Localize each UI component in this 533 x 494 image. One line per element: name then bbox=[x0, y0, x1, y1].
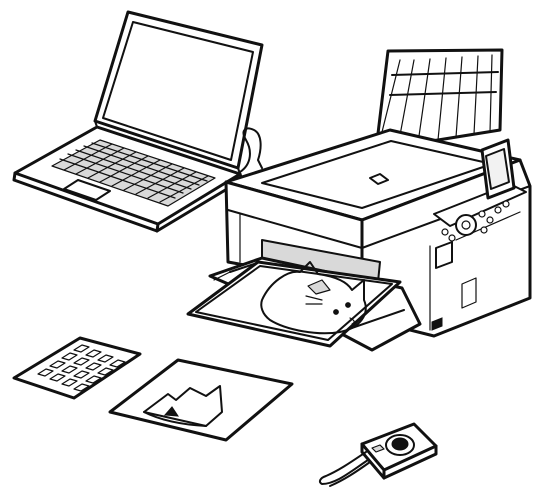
laptop-icon bbox=[14, 12, 262, 231]
photo-paper-icon bbox=[110, 360, 292, 440]
sticker-sheet-icon bbox=[14, 338, 140, 398]
digital-camera-icon bbox=[320, 424, 436, 486]
